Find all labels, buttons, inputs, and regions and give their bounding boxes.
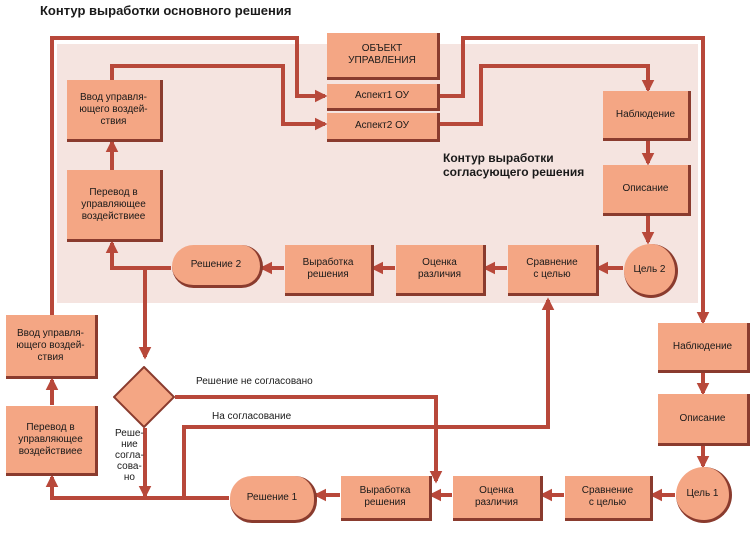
- decision2-pill: Решение 2: [172, 245, 263, 288]
- coordination-loop-title: Контур выработки согласующего решения: [443, 151, 585, 179]
- object-title-box: ОБЪЕКТ УПРАВЛЕНИЯ: [327, 33, 440, 80]
- edge-decision1-to-transfer-left: [45, 474, 229, 500]
- observation-right-box: Наблюдение: [658, 323, 750, 373]
- agreed-label: Реше- ние согла- сова- но: [115, 428, 144, 483]
- observation-top-box: Наблюдение: [603, 91, 691, 141]
- compare-top-box: Сравнение с целью: [508, 245, 599, 296]
- edge-input-top-to-aspect1: [110, 64, 285, 96]
- compare-bottom-box: Сравнение с целью: [565, 476, 653, 521]
- solution-top-box: Выработка решения: [285, 245, 374, 296]
- not-agreed-label: Решение не согласовано: [196, 376, 313, 387]
- agreement-decision-diamond: [113, 366, 175, 428]
- edge-input-left-to-aspect1: [50, 36, 328, 315]
- edge-aspect2-to-obs-top: [438, 64, 655, 126]
- goal1-circle: Цель 1: [676, 467, 732, 523]
- input-left-box: Ввод управля- ющего воздей- ствия: [6, 315, 98, 379]
- input-top-box: Ввод управля- ющего воздей- ствия: [67, 80, 163, 142]
- transfer-top-box: Перевод в управляющее воздействиее: [67, 170, 163, 242]
- to-agreement-label: На согласование: [212, 411, 292, 422]
- edge-input-top-to-aspect2: [281, 96, 328, 131]
- description-right-box: Описание: [658, 394, 750, 446]
- edge-not-agreed: [175, 395, 443, 484]
- edge-aspect1-to-obs-right: [438, 36, 710, 325]
- aspect1-box: Аспект1 ОУ: [327, 84, 440, 111]
- goal2-circle: Цель 2: [624, 244, 678, 298]
- solution-bottom-box: Выработка решения: [341, 476, 432, 521]
- aspect2-box: Аспект2 ОУ: [327, 113, 440, 142]
- edge-to-agreement: [182, 297, 555, 498]
- decision1-pill: Решение 1: [230, 476, 317, 523]
- difference-top-box: Оценка различия: [396, 245, 486, 296]
- difference-bottom-box: Оценка различия: [453, 476, 543, 521]
- edge-decision2-to-transfer-top: [105, 240, 171, 270]
- transfer-left-box: Перевод в управляющее воздействиее: [6, 406, 98, 476]
- main-loop-title: Контур выработки основного решения: [40, 3, 292, 18]
- description-top-box: Описание: [603, 165, 691, 216]
